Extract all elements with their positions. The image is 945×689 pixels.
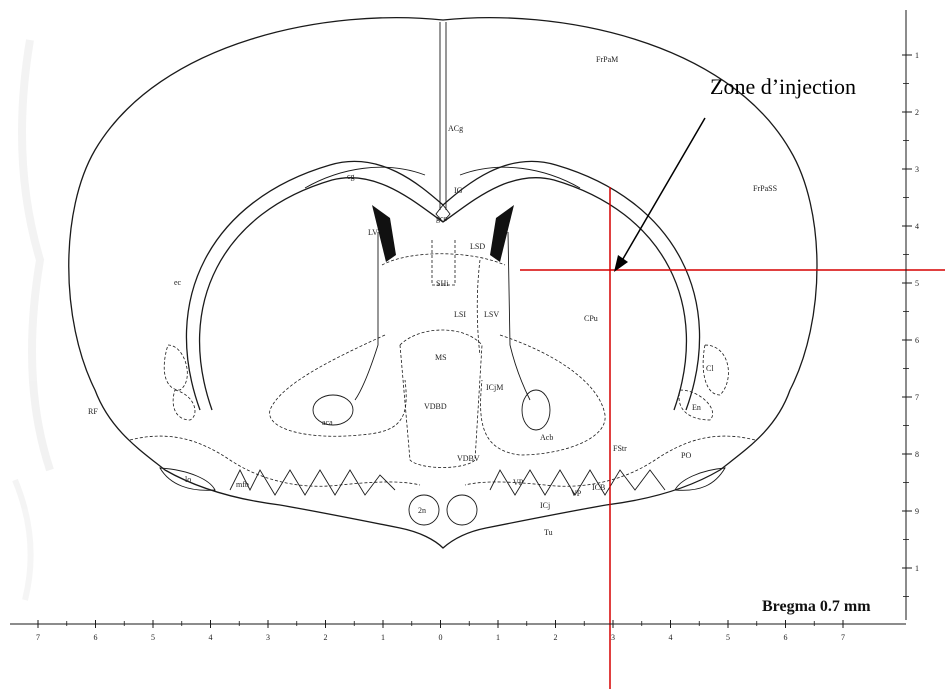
label-lsi: LSI: [454, 310, 466, 319]
corpus-callosum-inner: [200, 178, 687, 410]
label-lo: lo: [185, 475, 191, 484]
label-fstr: FStr: [613, 444, 627, 453]
bottom-axis-label: 0: [439, 633, 443, 642]
right-axis-label: 8: [915, 450, 919, 459]
label-icj: ICj: [540, 501, 550, 510]
label-gcc: gcc: [436, 214, 448, 223]
optic-nerve-right: [447, 495, 477, 525]
label-vp-right: VP: [571, 489, 582, 498]
right-axis-label: 2: [915, 108, 919, 117]
label-cpu: CPu: [584, 314, 598, 323]
bottom-axis-label: 1: [381, 633, 385, 642]
label-rf: RF: [88, 407, 98, 416]
bottom-axis-label: 3: [611, 633, 615, 642]
right-axis-label: 1: [915, 564, 919, 573]
scan-artifacts: [15, 40, 50, 600]
label-cl: Cl: [706, 364, 714, 373]
right-axis: 1 2 3 4 5 6 7 8 9 1: [902, 10, 919, 620]
right-axis-label: 6: [915, 336, 919, 345]
label-ms: MS: [435, 353, 447, 362]
septum-right: [508, 232, 530, 400]
aca-right: [522, 390, 550, 430]
bottom-axis-label: 5: [726, 633, 730, 642]
label-icjm: ICjM: [486, 383, 503, 392]
injection-zone-label: Zone d’injection: [710, 74, 856, 99]
label-lsv: LSV: [484, 310, 499, 319]
label-aca: aca: [322, 418, 333, 427]
label-lv: LV: [368, 228, 378, 237]
injection-crosshair: [520, 187, 945, 689]
bottom-axis-label: 2: [324, 633, 328, 642]
claustrum-left: [164, 345, 187, 390]
label-shi: SHi: [436, 279, 449, 288]
aca-left: [313, 395, 353, 425]
label-po: PO: [681, 451, 691, 460]
ls-region: [477, 260, 480, 355]
label-vp-left: VP: [513, 478, 524, 487]
ms-region: [400, 330, 482, 345]
label-vdbd: VDBD: [424, 402, 447, 411]
bottom-axis-label: 1: [496, 633, 500, 642]
bottom-axis-label: 5: [151, 633, 155, 642]
label-tu: Tu: [544, 528, 553, 537]
right-axis-label: 9: [915, 507, 919, 516]
right-axis-label: 1: [915, 51, 919, 60]
endopiriform-left: [173, 390, 195, 420]
bottom-axis-label: 7: [841, 633, 845, 642]
label-en: En: [692, 403, 701, 412]
lateral-ventricle-right: [490, 205, 514, 262]
label-ig: IG: [454, 186, 463, 195]
label-vdbv: VDBV: [457, 454, 480, 463]
injection-arrow: [614, 118, 705, 272]
bregma-label: Bregma 0.7 mm: [762, 598, 871, 615]
label-frpam: FrPaM: [596, 55, 618, 64]
tubercle-band-outer: [130, 436, 420, 486]
label-icb: ICB: [592, 483, 605, 492]
right-axis-label: 7: [915, 393, 919, 402]
label-acb: Acb: [540, 433, 553, 442]
bottom-axis-label: 3: [266, 633, 270, 642]
label-mfb: mfb: [236, 480, 249, 489]
lsd-region: [382, 254, 505, 265]
midline-fissure: [440, 22, 446, 210]
label-acg: ACg: [448, 124, 463, 133]
label-lsd: LSD: [470, 242, 485, 251]
bottom-axis-label: 2: [554, 633, 558, 642]
right-axis-label: 3: [915, 165, 919, 174]
bottom-axis-label: 6: [94, 633, 98, 642]
label-ec: ec: [174, 278, 182, 287]
bottom-axis-label: 7: [36, 633, 40, 642]
label-frpass: FrPaSS: [753, 184, 777, 193]
bottom-axis-label: 4: [669, 633, 673, 642]
acb-left-outline: [270, 335, 407, 436]
right-axis-label: 5: [915, 279, 919, 288]
bottom-axis: 7 6 5 4 3 2 1 0 1 2 3 4 5 6 7: [10, 620, 906, 642]
right-axis-label: 4: [915, 222, 919, 231]
label-cg: cg: [347, 172, 355, 181]
bottom-axis-label: 4: [209, 633, 213, 642]
bottom-axis-label: 6: [784, 633, 788, 642]
septum-left: [355, 232, 378, 400]
label-2n: 2n: [418, 506, 426, 515]
